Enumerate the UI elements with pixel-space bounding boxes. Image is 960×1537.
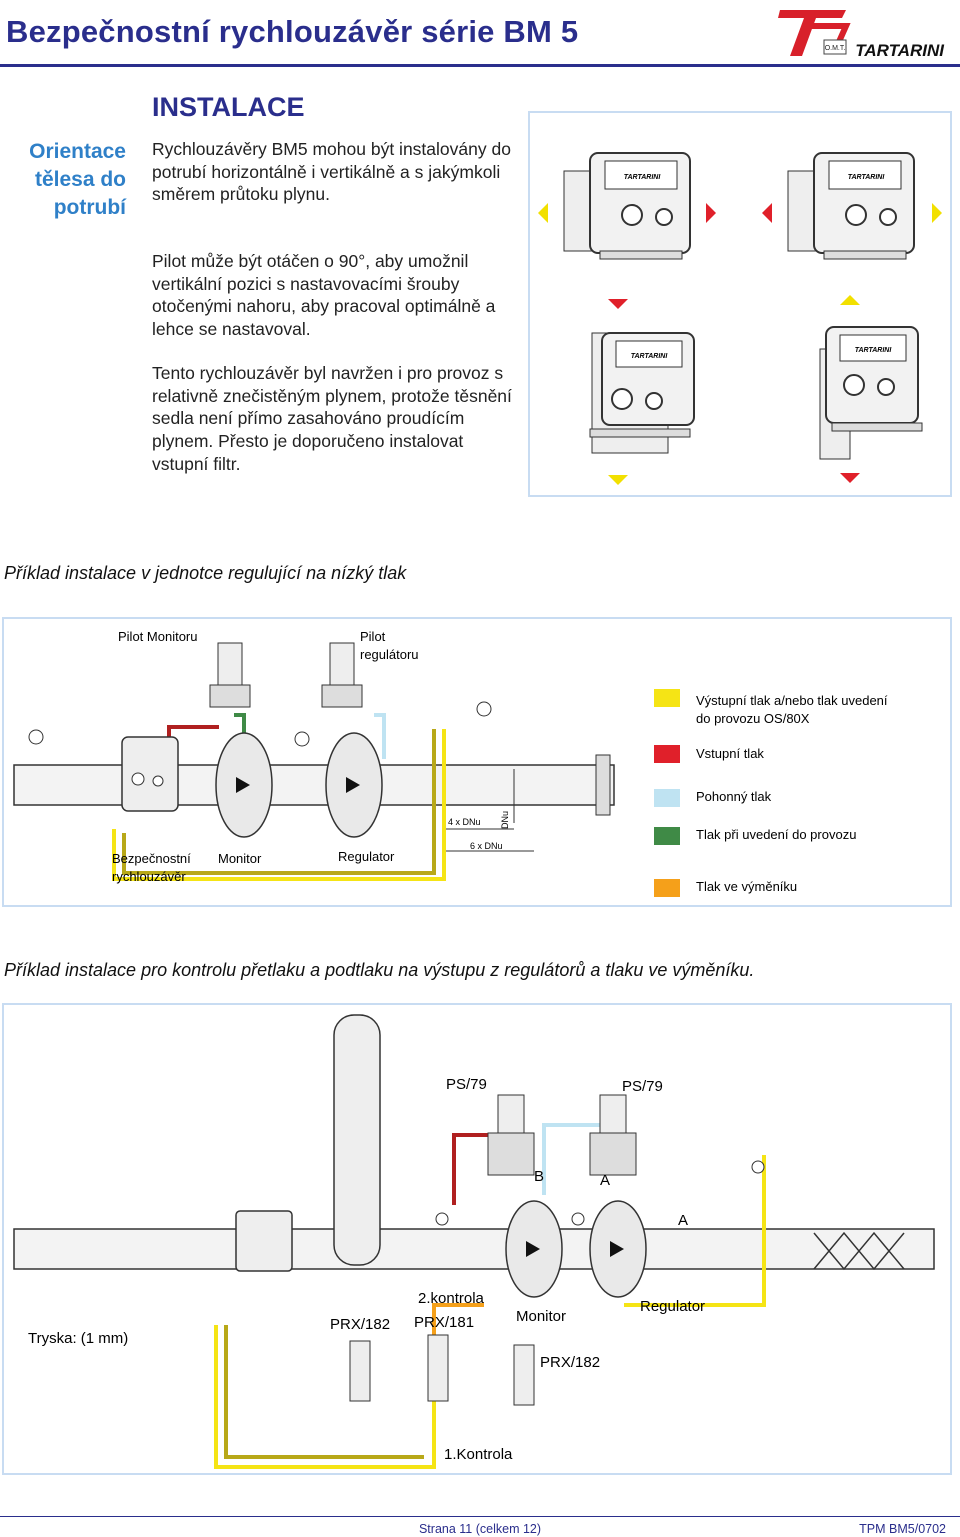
low-pressure-installation-figure: Pilot Monitoru Pilot regulátoru Bezpečno…	[2, 617, 952, 907]
label-bezpecnostni-2: rychlouzávěr	[112, 869, 186, 884]
logo-mark-icon: O.M.T.	[778, 10, 851, 56]
tartarini-logo: O.M.T. TARTARINI	[778, 10, 945, 60]
figure2-caption: Příklad instalace v jednotce regulující …	[4, 563, 407, 583]
legend-outlet-line2: do provozu OS/80X	[696, 711, 810, 726]
label-a2: A	[678, 1212, 688, 1229]
legend-swatch-drive	[654, 789, 680, 807]
label-pilot-regulatoru-1: Pilot	[360, 629, 386, 644]
monitor-valve	[215, 732, 273, 838]
label-kontrola2: 2.kontrola	[418, 1290, 485, 1307]
label-prx182-left: PRX/182	[330, 1316, 390, 1333]
label-kontrola1: 1.Kontrola	[444, 1446, 513, 1463]
orientation-drawing: TARTARINI TARTARINI TARTARINI	[538, 152, 942, 485]
regulator-valve	[589, 1200, 647, 1298]
quick-shutoff-valve	[235, 1210, 293, 1272]
valve-unit-top-right: TARTARINI	[787, 152, 915, 260]
label-4dnu: 4 x DNu	[448, 817, 481, 827]
legend-swatch-startup	[654, 827, 680, 845]
label-regulator: Regulator	[640, 1298, 705, 1315]
label-bezpecnostni-1: Bezpečnostní	[112, 851, 191, 866]
gauge-icons	[435, 1160, 765, 1226]
document-code: TPM BM5/0702	[859, 1522, 946, 1536]
label-monitor: Monitor	[516, 1308, 566, 1325]
monitor-valve	[505, 1200, 563, 1298]
pilot-ps79-right	[589, 1094, 637, 1176]
legend: Výstupní tlak a/nebo tlak uvedení do pro…	[654, 689, 888, 897]
pilot-monitor	[209, 642, 251, 708]
pipeline	[13, 764, 615, 806]
overpressure-installation-figure: PS/79 PS/79 B A A 2.kontrola PRX/182 PRX…	[2, 1003, 952, 1475]
valve-unit-bottom-left: TARTARINI	[589, 332, 695, 454]
legend-startup: Tlak při uvedení do provozu	[696, 827, 856, 842]
footer-rule	[0, 1516, 960, 1517]
paragraph-orientation: Rychlouzávěry BM5 mohou být instalovány …	[152, 139, 511, 205]
gauge-icons	[28, 701, 492, 747]
logo-mark-text: O.M.T.	[825, 45, 846, 52]
side-label: Orientace tělesa do potrubí	[29, 140, 126, 219]
valve-unit-bottom-right: TARTARINI	[819, 326, 923, 460]
label-pilot-regulatoru-2: regulátoru	[360, 647, 419, 662]
pilot-ps79-left	[487, 1094, 535, 1176]
label-ps79-left: PS/79	[446, 1076, 487, 1093]
svg-text:TARTARINI: TARTARINI	[624, 174, 662, 181]
section-title: INSTALACE	[152, 92, 305, 122]
legend-drive: Pohonný tlak	[696, 789, 772, 804]
svg-text:TARTARINI: TARTARINI	[855, 347, 893, 354]
label-6dnu: 6 x DNu	[470, 841, 503, 851]
paragraph-filter: Tento rychlouzávěr byl navržen i pro pro…	[152, 363, 512, 474]
figure3-caption: Příklad instalace pro kontrolu přetlaku …	[4, 960, 755, 980]
flow-arrow-icons	[538, 203, 942, 485]
label-a1: A	[600, 1172, 610, 1189]
header-rule	[0, 64, 960, 67]
orientation-figure: TARTARINI TARTARINI TARTARINI	[528, 111, 952, 497]
paragraph-pilot: Pilot může být otáčen o 90°, aby umožnil…	[152, 251, 496, 340]
overpressure-diagram: PS/79 PS/79 B A A 2.kontrola PRX/182 PRX…	[13, 1014, 935, 1469]
quick-shutoff-valve	[121, 736, 179, 812]
valve-unit-top-left: TARTARINI	[563, 152, 691, 260]
logo-text: TARTARINI	[855, 41, 945, 60]
legend-outlet-line1: Výstupní tlak a/nebo tlak uvedení	[696, 693, 888, 708]
page-number: Strana 11 (celkem 12)	[418, 1522, 542, 1536]
label-tryska: Tryska: (1 mm)	[28, 1330, 128, 1347]
label-dnu: DNu	[500, 811, 510, 829]
low-pressure-diagram: Pilot Monitoru Pilot regulátoru Bezpečno…	[13, 629, 888, 897]
legend-swatch-exchanger	[654, 879, 680, 897]
label-prx182-right: PRX/182	[540, 1354, 600, 1371]
prx-pilots	[349, 1334, 535, 1406]
label-monitor: Monitor	[218, 851, 262, 866]
pipeline	[13, 1228, 935, 1270]
label-pilot-monitoru: Pilot Monitoru	[118, 629, 197, 644]
regulator-valve	[325, 732, 383, 838]
legend-exchanger: Tlak ve výměníku	[696, 879, 797, 894]
legend-inlet: Vstupní tlak	[696, 746, 764, 761]
label-prx181: PRX/181	[414, 1314, 474, 1331]
svg-text:TARTARINI: TARTARINI	[631, 353, 669, 360]
heat-exchanger	[333, 1014, 381, 1266]
label-b: B	[534, 1168, 544, 1185]
page-title: Bezpečnostní rychlouzávěr série BM 5	[6, 14, 579, 49]
label-regulator: Regulator	[338, 849, 395, 864]
label-ps79-right: PS/79	[622, 1078, 663, 1095]
pilot-regulator	[321, 642, 363, 708]
svg-text:TARTARINI: TARTARINI	[848, 174, 886, 181]
legend-swatch-inlet	[654, 745, 680, 763]
legend-swatch-outlet	[654, 689, 680, 707]
